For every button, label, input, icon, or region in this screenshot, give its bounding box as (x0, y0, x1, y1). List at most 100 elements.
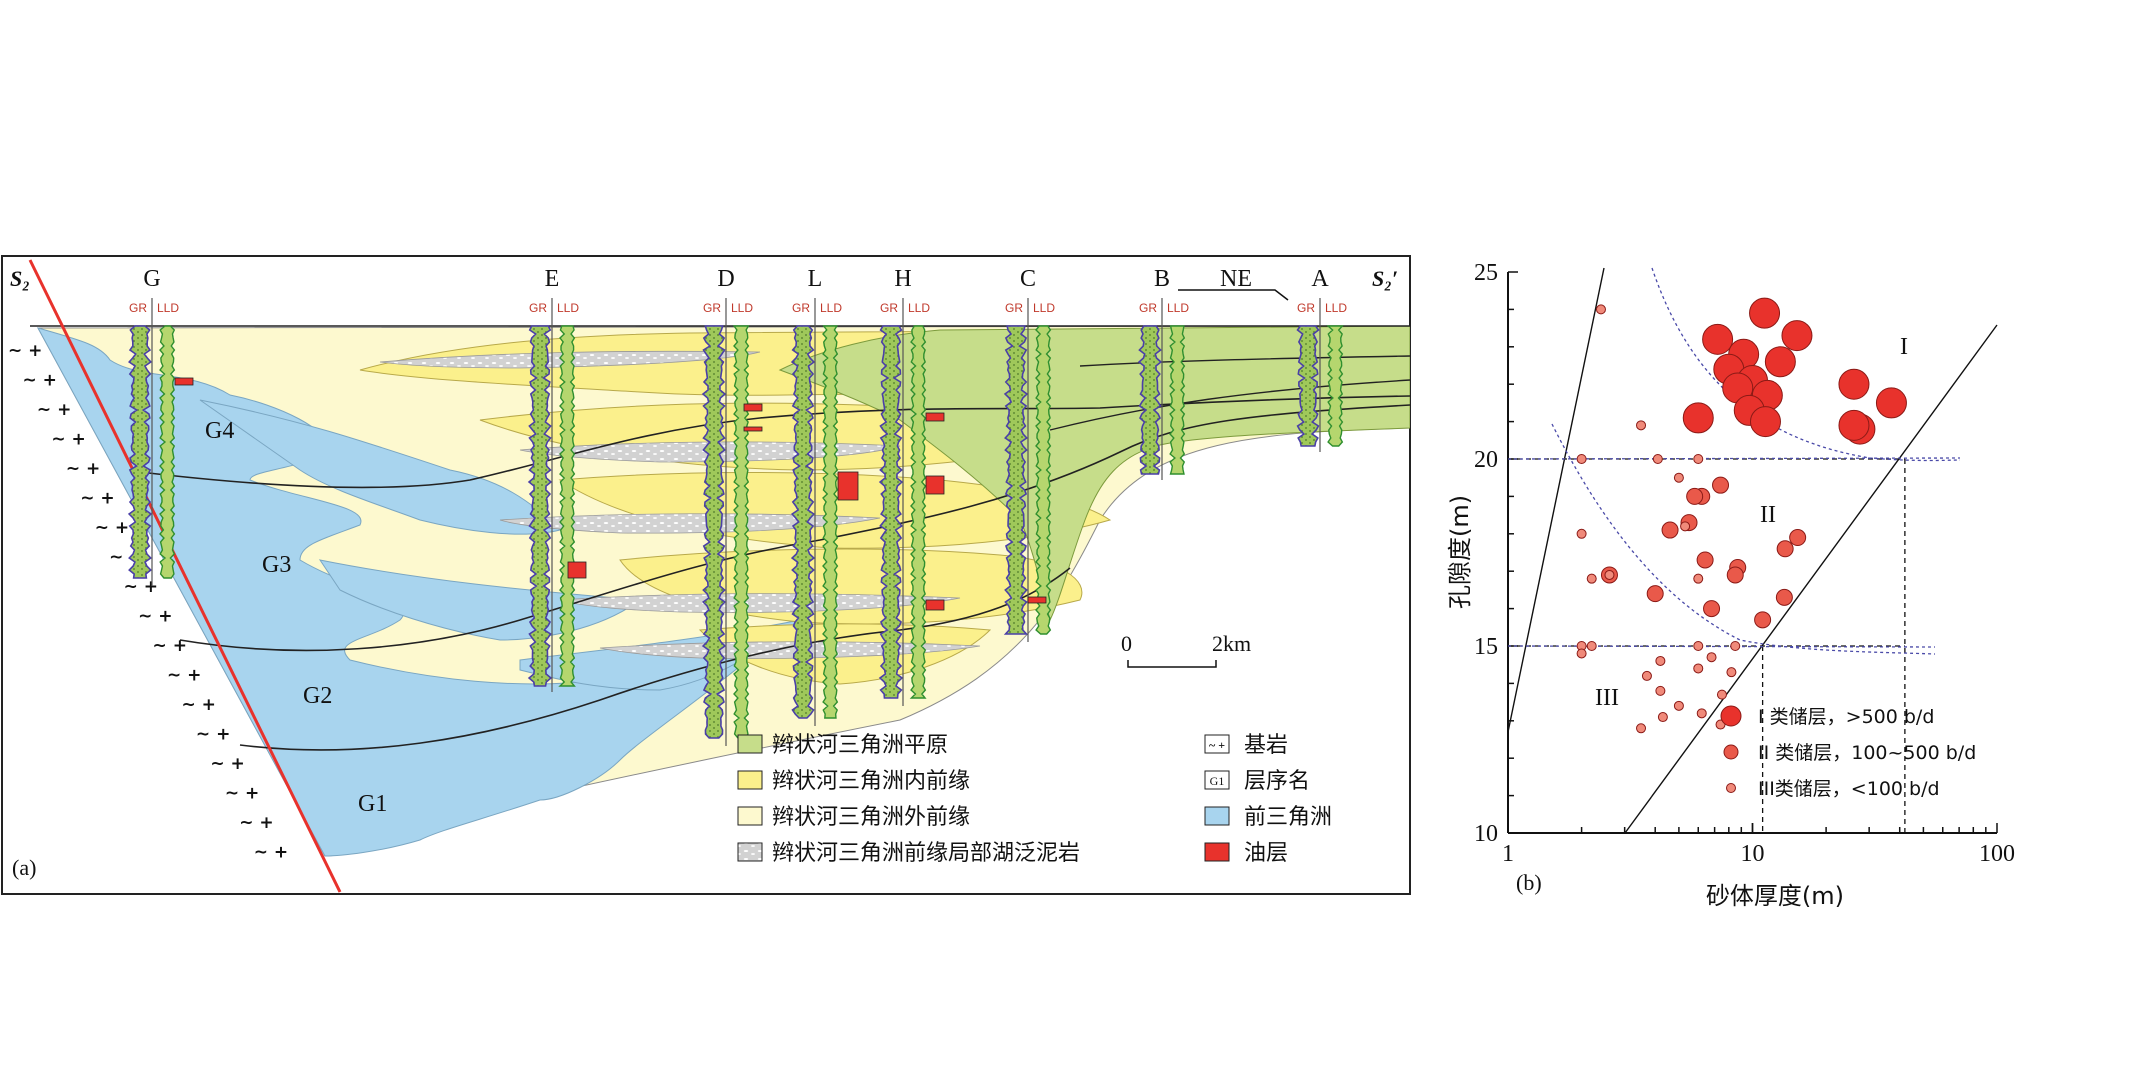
zone-label-ii: II (1760, 502, 1776, 528)
class-iii-point (1693, 573, 1704, 584)
legend-label-plain: 辫状河三角洲平原 (772, 733, 948, 758)
class-iii-point (1716, 689, 1727, 700)
boundary-fault (28, 259, 342, 893)
x-tick-label: 100 (1979, 841, 2015, 867)
class-iii-point (1693, 454, 1704, 464)
basement-symbol: ~ + (181, 695, 215, 715)
well-curve-label-gr: GR (880, 301, 898, 315)
well-curve-label-lld: LLD (908, 301, 930, 315)
lld-curve (1035, 325, 1052, 635)
well-curve-label-gr: GR (1005, 301, 1023, 315)
gr-curve (701, 325, 727, 739)
basement-symbol: ~ + (51, 430, 85, 450)
well-name: D (717, 266, 734, 292)
class-ii-point (1776, 540, 1794, 558)
well-curve-label-lld: LLD (731, 301, 753, 315)
basement-symbol: ~ + (138, 607, 172, 627)
panel-b-label: (b) (1516, 870, 1542, 895)
direction-arrow-icon (1178, 289, 1289, 301)
oil-layer (925, 599, 945, 611)
zone-label-iii: III (1595, 685, 1619, 711)
panel-a-cross-section: ~ +~ +~ +~ +~ +~ +~ +~ +~ +~ +~ +~ +~ +~… (1, 255, 1411, 895)
class-iii-point (1696, 708, 1707, 719)
direction-label: NE (1220, 266, 1252, 292)
y-tick-label: 25 (1474, 260, 1498, 286)
class-iii-point (1657, 712, 1668, 723)
class-ii-point (1754, 611, 1772, 629)
x-axis-title: 砂体厚度(m) (1706, 882, 1844, 910)
lld-curve (822, 325, 839, 719)
well-name: G (143, 266, 160, 292)
class-i-point (1764, 346, 1796, 378)
boundary-g4-g3 (139, 395, 1410, 489)
legend-label-basement: 基岩 (1244, 733, 1288, 758)
legend-swatch-basement (1204, 734, 1230, 754)
basement-symbol: ~ + (95, 518, 129, 538)
well-name: L (808, 266, 823, 292)
class-ii-baseline (1507, 645, 1936, 648)
well-name: B (1154, 266, 1170, 292)
legend-swatch-prodelta (1204, 806, 1230, 826)
oil-layer (837, 471, 859, 501)
class-iii-point (1655, 685, 1666, 696)
class-i-point (1682, 402, 1714, 434)
well-curve-label-gr: GR (703, 301, 721, 315)
y-tick-label: 20 (1474, 447, 1498, 473)
well-curve-label-lld: LLD (1033, 301, 1055, 315)
lld-curve (909, 325, 927, 699)
section-end-label: S₂′ (1372, 266, 1398, 291)
oil-layer (1027, 596, 1047, 604)
boundary-line-right (1624, 324, 1998, 834)
legend-label-class-ii: II 类储层，100~500 b/d (1758, 742, 1976, 764)
class-iii-point (1595, 304, 1606, 315)
lld-curve (558, 325, 576, 687)
class-iii-point (1576, 454, 1587, 464)
well-name: E (545, 266, 560, 292)
legend-label-prodelta: 前三角洲 (1244, 805, 1332, 830)
y-tick-label: 10 (1474, 821, 1498, 847)
scale-length: 2km (1212, 631, 1251, 656)
legend-label-outer-front: 辫状河三角洲外前缘 (772, 805, 970, 830)
class-ii-boundary-curve (1551, 423, 1936, 655)
well-curve-label-lld: LLD (820, 301, 842, 315)
class-iii-point (1652, 454, 1663, 464)
boundary-upper (1049, 355, 1410, 431)
zone-label-i: I (1900, 334, 1908, 360)
gr-curve (790, 325, 816, 719)
class-ii-point (1661, 521, 1679, 539)
basement-symbol: ~ + (153, 636, 187, 656)
class-ii-point (1703, 600, 1721, 618)
legend-label-inner-front: 辫状河三角洲内前缘 (772, 769, 970, 794)
oil-layer (743, 403, 763, 412)
class-iii-point (1730, 641, 1741, 651)
class-iii-point (1636, 723, 1647, 734)
well-name: A (1311, 266, 1329, 292)
class-i-point (1838, 409, 1870, 441)
basement-symbol: ~ + (210, 754, 244, 774)
well-curve-label-gr: GR (529, 301, 547, 315)
well-curve-label-gr: GR (1297, 301, 1315, 315)
gr-curve (1296, 325, 1320, 447)
legend-swatch-oil (1204, 842, 1230, 862)
sequence-label-g4: G4 (205, 418, 234, 444)
legend-label-oil: 油层 (1244, 841, 1288, 866)
oil-layer (743, 426, 763, 432)
class-iii-point (1680, 521, 1691, 532)
class-iii-point (1693, 641, 1704, 651)
legend-label-sequence: 层序名 (1244, 769, 1310, 794)
class-iii-point (1586, 573, 1597, 584)
well-curve-label-lld: LLD (157, 301, 179, 315)
class-i-point (1749, 406, 1781, 438)
panel-a-label: (a) (12, 855, 36, 880)
class-ii-point (1646, 585, 1664, 603)
legend-swatch-mudstone (737, 842, 763, 862)
class-iii-point (1604, 569, 1615, 580)
basement-symbol: ~ + (80, 489, 114, 509)
